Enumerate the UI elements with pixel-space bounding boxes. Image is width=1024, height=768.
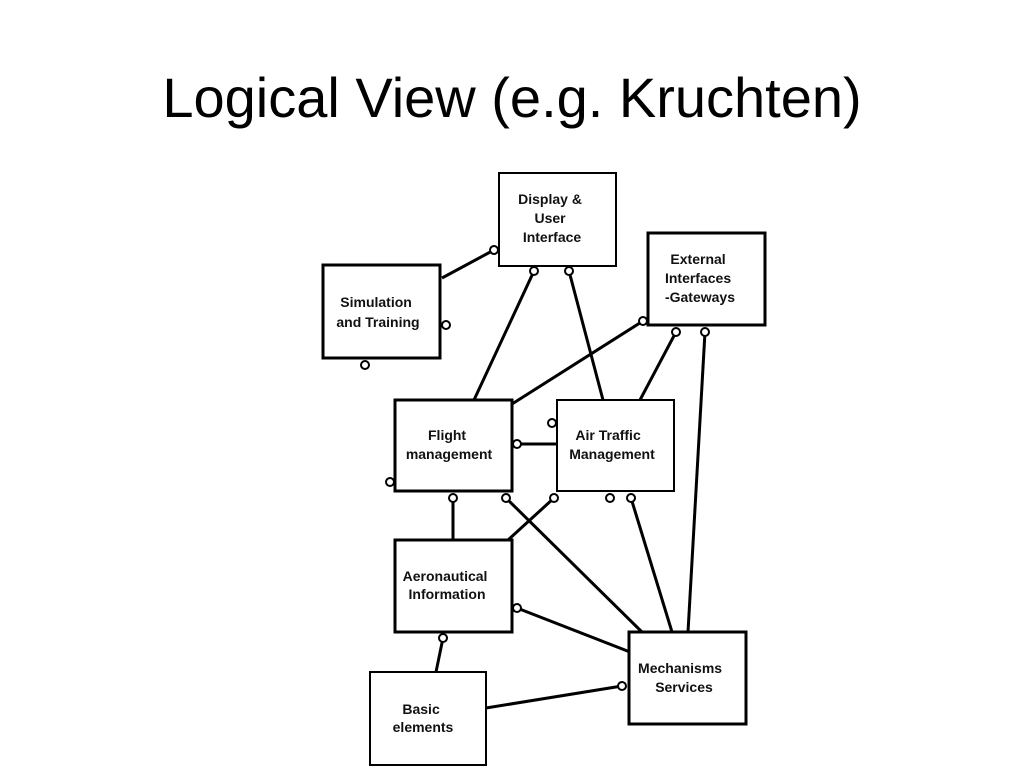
port-circle (564, 266, 574, 276)
port-circle (441, 320, 451, 330)
port-circle (489, 245, 499, 255)
module-label: Basic elements (393, 701, 454, 735)
connector-flight-display (472, 270, 536, 401)
port-circle (360, 360, 370, 370)
connector-simulation-display (441, 248, 495, 280)
module-display-user-interface: Display & User Interface (498, 172, 617, 267)
port-circle (671, 327, 681, 337)
module-basic-elements: Basic elements (369, 671, 487, 766)
connector-basic-mechanisms (485, 684, 623, 710)
connector-mechanisms-external (686, 331, 707, 633)
module-label: External Interfaces -Gateways (665, 251, 735, 305)
module-label: Flight management (406, 427, 493, 462)
connector-atm-external (638, 331, 678, 401)
port-circle (547, 418, 557, 428)
port-circle (512, 439, 522, 449)
module-label: Aeronautical Information (403, 568, 492, 602)
module-air-traffic-management: Air Traffic Management (556, 399, 675, 492)
module-label: Mechanisms Services (638, 660, 726, 695)
connector-mechanisms-aero (516, 606, 631, 654)
connector-basic-aero (434, 637, 445, 673)
module-label: Air Traffic Management (569, 427, 655, 462)
connector-aero-atm (506, 496, 556, 542)
module-aeronautical-information: Aeronautical Information (393, 538, 514, 634)
port-circle (529, 266, 539, 276)
port-circle (512, 603, 522, 613)
port-circle (617, 681, 627, 691)
connector-mechanisms-atm (629, 497, 674, 633)
port-circle (700, 327, 710, 337)
connectors (434, 248, 707, 710)
module-label: Simulation and Training (336, 294, 419, 330)
port-circle (385, 477, 395, 487)
port-circle (626, 493, 636, 503)
module-label: Display & User Interface (518, 191, 586, 245)
port-circle (448, 493, 458, 503)
connector-mechanisms-flight (504, 496, 644, 634)
port-circle (438, 633, 448, 643)
ports (360, 245, 710, 691)
connector-flight-external (511, 319, 644, 406)
port-circle (638, 316, 648, 326)
module-mechanisms-services: Mechanisms Services (627, 630, 748, 726)
module-flight-management: Flight management (393, 398, 514, 493)
module-external-interfaces-gateways: External Interfaces -Gateways (646, 231, 767, 327)
port-circle (605, 493, 615, 503)
connector-atm-display (567, 270, 605, 401)
slide-title: Logical View (e.g. Kruchten) (162, 66, 862, 129)
port-circle (549, 493, 559, 503)
module-simulation-and-training: Simulation and Training (321, 263, 442, 360)
port-circle (501, 493, 511, 503)
